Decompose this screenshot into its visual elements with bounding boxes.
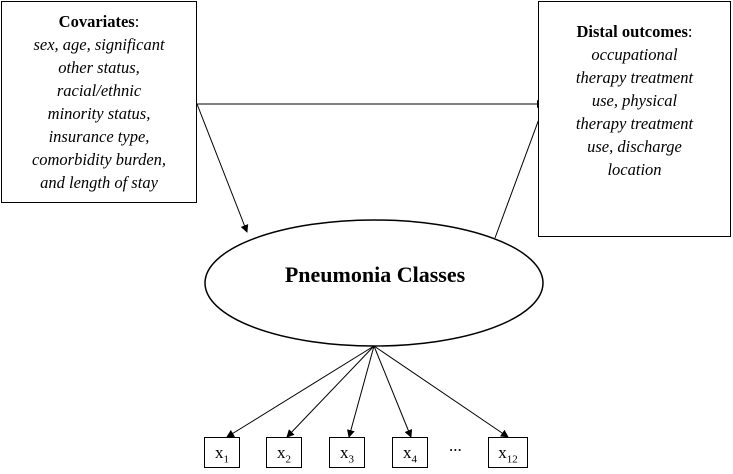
arrow-classes-to-x2 — [286, 345, 375, 438]
indicator-x1: x1 — [204, 437, 240, 468]
distal-outcomes-line: use, discharge — [587, 137, 682, 156]
indicator-x3: x3 — [329, 437, 365, 468]
distal-outcomes-line: occupational — [591, 45, 678, 64]
covariates-line: and length of stay — [40, 173, 158, 192]
arrow-classes-to-x1 — [226, 345, 375, 438]
covariates-box: Covariates: sex, age, significant other … — [1, 1, 197, 203]
covariates-line: insurance type, — [48, 127, 150, 146]
distal-outcomes-line: use, physical — [591, 91, 678, 110]
indicator-ellipsis: ... — [449, 436, 462, 455]
distal-outcomes-box: Distal outcomes: occupational therapy tr… — [538, 1, 731, 237]
arrow-covariates-to-classes — [196, 103, 249, 233]
distal-outcomes-heading: Distal outcomes: — [576, 22, 693, 41]
arrow-classes-to-x12 — [373, 345, 509, 438]
indicator-x4: x4 — [392, 437, 428, 468]
distal-outcomes-line: therapy treatment — [575, 68, 694, 87]
covariates-line: other status, — [58, 58, 140, 77]
covariates-heading: Covariates: — [58, 12, 140, 31]
arrow-classes-to-x4 — [373, 345, 413, 438]
covariates-line: comorbidity burden, — [31, 150, 167, 169]
indicator-x2: x2 — [266, 437, 302, 468]
covariates-line: minority status, — [47, 104, 151, 123]
covariates-line: racial/ethnic — [56, 81, 142, 100]
covariates-line: sex, age, significant — [33, 35, 165, 54]
distal-outcomes-line: therapy treatment — [575, 114, 694, 133]
latent-class-label: Pneumonia Classes — [284, 262, 466, 287]
arrow-classes-to-x3 — [346, 345, 375, 438]
arrow-classes-to-distal — [494, 99, 548, 239]
distal-outcomes-line: location — [607, 160, 662, 179]
indicator-x12: x12 — [488, 437, 528, 468]
